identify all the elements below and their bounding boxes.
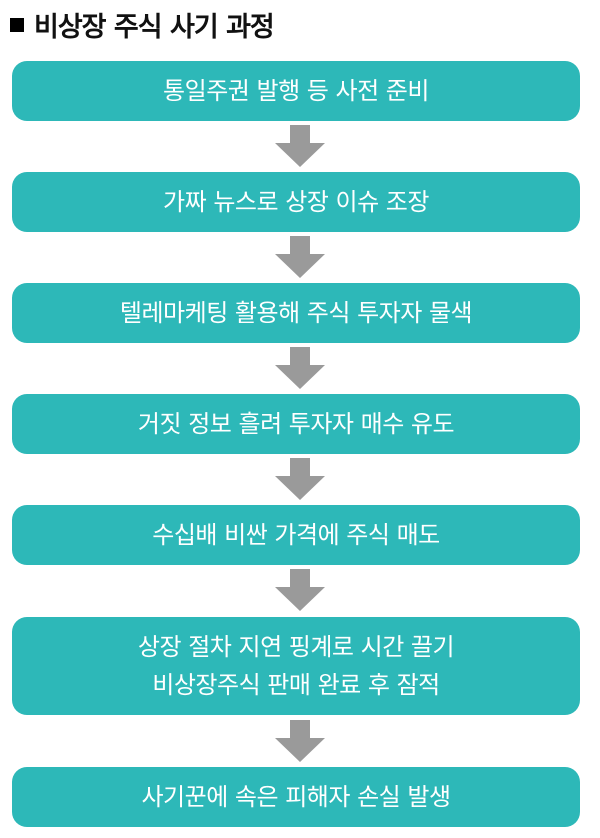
step-box-4: 거짓 정보 흘려 투자자 매수 유도 <box>12 394 580 454</box>
step-box-2: 가짜 뉴스로 상장 이슈 조장 <box>12 172 580 232</box>
step-1-line-1: 통일주권 발행 등 사전 준비 <box>163 77 429 105</box>
step-box-7: 사기꾼에 속은 피해자 손실 발생 <box>12 767 580 827</box>
down-arrow-icon <box>275 720 325 762</box>
step-3-line-1: 텔레마케팅 활용해 주식 투자자 물색 <box>119 299 473 327</box>
step-6-line-2: 비상장주식 판매 완료 후 잠적 <box>152 671 440 699</box>
down-arrow-icon <box>275 569 325 611</box>
step-5-line-1: 수십배 비싼 가격에 주식 매도 <box>152 521 440 549</box>
page-title: 비상장 주식 사기 과정 <box>10 4 275 44</box>
step-box-6: 상장 절차 지연 핑계로 시간 끌기 비상장주식 판매 완료 후 잠적 <box>12 617 580 715</box>
down-arrow-icon <box>275 236 325 278</box>
down-arrow-icon <box>275 458 325 500</box>
down-arrow-icon <box>275 125 325 167</box>
step-7-line-1: 사기꾼에 속은 피해자 손실 발생 <box>141 783 451 811</box>
step-2-line-1: 가짜 뉴스로 상장 이슈 조장 <box>163 188 429 216</box>
step-box-3: 텔레마케팅 활용해 주식 투자자 물색 <box>12 283 580 343</box>
step-box-5: 수십배 비싼 가격에 주식 매도 <box>12 505 580 565</box>
step-box-1: 통일주권 발행 등 사전 준비 <box>12 61 580 121</box>
down-arrow-icon <box>275 347 325 389</box>
step-4-line-1: 거짓 정보 흘려 투자자 매수 유도 <box>137 410 455 438</box>
square-bullet-icon <box>10 18 24 32</box>
title-text: 비상장 주식 사기 과정 <box>34 11 275 43</box>
step-6-line-1: 상장 절차 지연 핑계로 시간 끌기 <box>137 633 455 661</box>
